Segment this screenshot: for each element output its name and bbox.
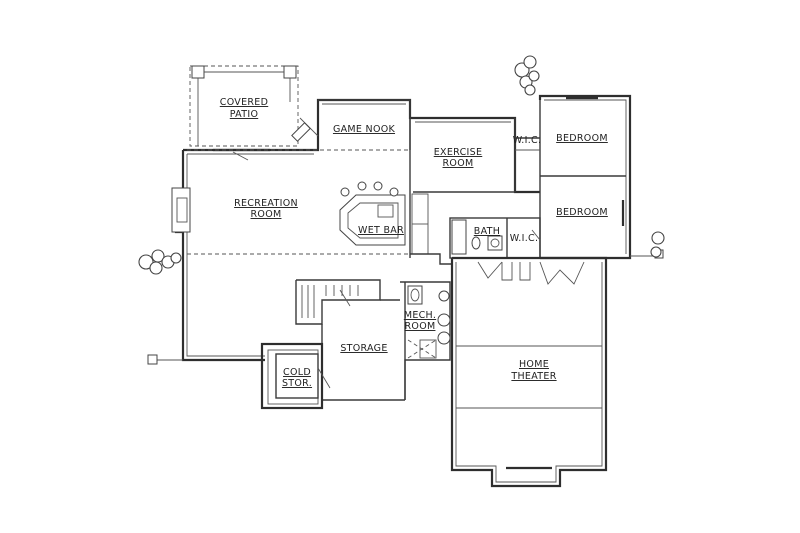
room-label-bedroom-1: BEDROOM [556, 133, 608, 144]
room-label-mech-2: ROOM [405, 321, 436, 332]
room-label-exercise-2: ROOM [443, 158, 474, 169]
shrub-icon [650, 231, 665, 258]
wet-bar [339, 181, 429, 258]
upper-rooms [213, 99, 540, 193]
bath-wic [449, 217, 541, 259]
room-label-cold-storage-2: STOR. [282, 378, 312, 389]
room-label-bedroom-2: BEDROOM [556, 207, 608, 218]
room-label-mech-1: MECH. [404, 310, 436, 321]
room-label-recreation-2: ROOM [251, 209, 282, 220]
shrub-icon [514, 55, 540, 96]
room-label-storage: STORAGE [340, 343, 387, 354]
patio-post-icon [191, 65, 205, 79]
room-label-wic-bottom: W.I.C. [510, 233, 539, 244]
meter-icon [147, 354, 158, 365]
patio-post-icon [283, 65, 297, 79]
room-label-game-nook: GAME NOOK [333, 124, 396, 135]
room-label-bath: BATH [474, 226, 500, 237]
fireplace-icon [171, 187, 191, 233]
room-label-wic-top: W.I.C. [513, 135, 542, 146]
tub-icon [451, 219, 467, 255]
lower-walls [260, 253, 608, 488]
room-label-home-theater-1: HOME [519, 359, 549, 370]
room-label-home-theater-2: THEATER [510, 371, 556, 382]
room-label-recreation-1: RECREATION [234, 198, 298, 209]
room-label-exercise-1: EXERCISE [434, 147, 483, 158]
room-label-cold-storage-1: COLD [283, 367, 311, 378]
room-label-covered-patio-1: COVERED [220, 97, 268, 108]
covered-patio [189, 65, 299, 147]
room-label-covered-patio-2: PATIO [230, 109, 258, 120]
shrub-icon [138, 249, 182, 275]
room-label-wet-bar: WET BAR [358, 225, 404, 236]
toilet-icon [471, 236, 481, 250]
